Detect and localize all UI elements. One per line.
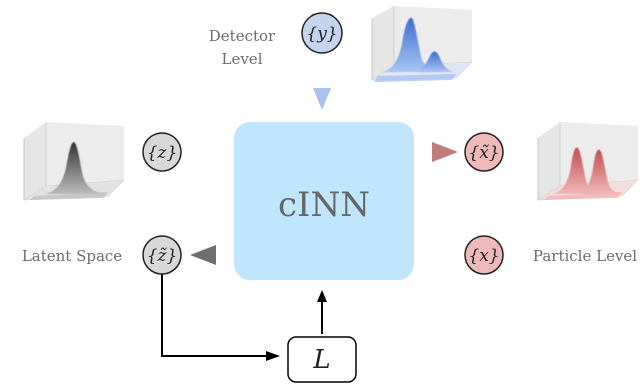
red-density-3d-plot-icon — [536, 122, 639, 201]
loss-box — [287, 336, 357, 383]
node-z-tilde-label: {z̃} — [147, 246, 178, 266]
gray-density-3d-plot-icon — [22, 122, 125, 201]
loss-label: L — [312, 345, 330, 375]
node-z: {z} — [142, 132, 182, 172]
detector-level-label-line2: Level — [222, 50, 263, 68]
blue-density-3d-plot-icon — [370, 6, 473, 82]
node-x-label: {x} — [468, 246, 499, 266]
condition-arrow — [313, 54, 331, 110]
cinn-label: cINN — [278, 185, 370, 225]
node-z-label: {z} — [147, 143, 178, 163]
node-y-label: {y} — [306, 24, 337, 44]
node-x: {x} — [464, 235, 504, 275]
inverse-arrow — [190, 245, 466, 265]
latent-space-label: Latent Space — [22, 247, 122, 265]
node-y: {y} — [301, 12, 343, 54]
cinn-network-box — [234, 122, 414, 280]
node-x-tilde-label: {x̃} — [468, 143, 499, 163]
loss-to-network-arrow — [317, 290, 327, 334]
detector-level-label-line1: Detector — [209, 27, 276, 45]
node-x-tilde: {x̃} — [464, 132, 504, 172]
particle-level-label: Particle Level — [533, 247, 637, 265]
loss-path-arrow — [161, 272, 280, 361]
node-z-tilde: {z̃} — [142, 235, 182, 275]
forward-arrow — [182, 142, 458, 162]
